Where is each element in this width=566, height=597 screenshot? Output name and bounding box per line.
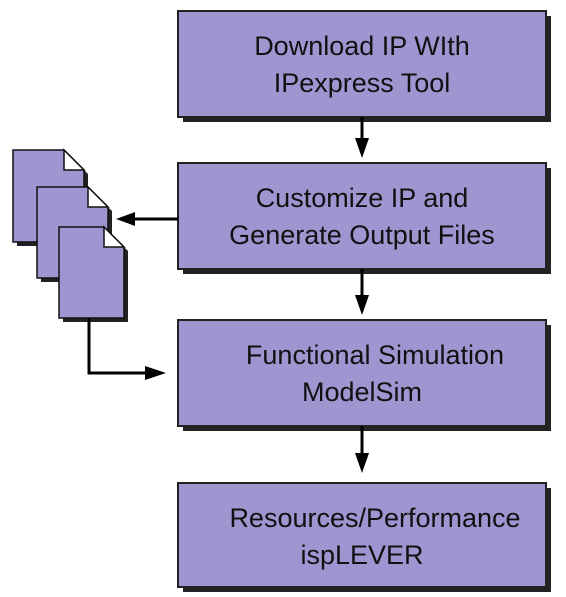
step-functional-simulation-line2: ModelSim (302, 377, 422, 407)
step-customize-ip-line1: Customize IP and (256, 183, 469, 213)
step-resources-performance: Resources/Performance ispLEVER (177, 482, 551, 592)
arrow-download-to-customize (355, 117, 369, 158)
step-download-ip-line1: Download IP WIth (254, 31, 470, 61)
arrow-simulation-to-resources (355, 426, 369, 473)
step-download-ip-line2: IPexpress Tool (274, 68, 451, 98)
arrow-customize-to-output-files (116, 212, 178, 226)
step-download-ip: Download IP WIth IPexpress Tool (177, 10, 551, 122)
step-resources-performance-line1: Resources/Performance (229, 503, 520, 533)
step-functional-simulation-line1: Functional Simulation (246, 340, 504, 370)
step-customize-ip-line2: Generate Output Files (229, 220, 495, 250)
arrow-output-files-to-simulation (87, 318, 166, 380)
document-icon (58, 225, 128, 322)
document-stack-icon (12, 148, 128, 322)
step-functional-simulation: Functional Simulation ModelSim (177, 319, 551, 431)
arrow-customize-to-simulation (355, 269, 369, 315)
step-customize-ip: Customize IP and Generate Output Files (177, 162, 551, 274)
step-resources-performance-line2: ispLEVER (300, 540, 423, 570)
